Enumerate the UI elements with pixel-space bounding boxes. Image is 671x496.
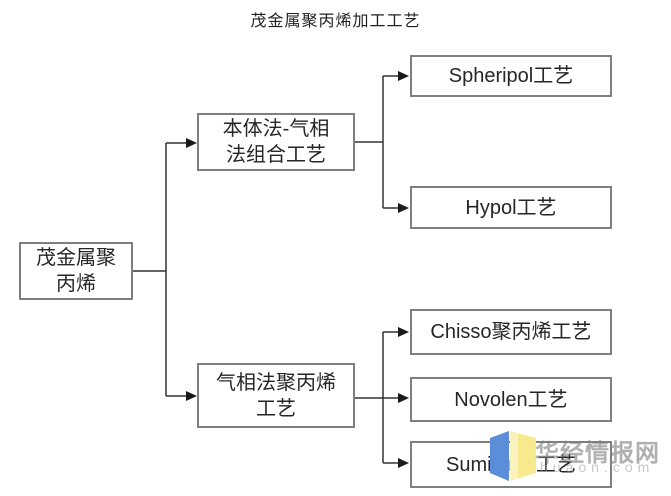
node-leaf-chisso: Chisso聚丙烯工艺 (410, 309, 612, 355)
arrowhead-branch1 (186, 138, 197, 148)
node-branch-bulk-gas-combined: 本体法-气相 法组合工艺 (197, 113, 355, 171)
arrowhead-hypol (398, 203, 409, 213)
arrowhead-spheripol (398, 71, 409, 81)
node-root-metallocene-pp: 茂金属聚 丙烯 (19, 242, 133, 300)
arrowhead-novolen (398, 393, 409, 403)
connector-branch2-trunk (355, 332, 399, 463)
node-leaf-sumitomo: Sumitomo工艺 (410, 441, 612, 488)
node-leaf-hypol: Hypol工艺 (410, 186, 612, 229)
connector-branch1-trunk (355, 76, 384, 208)
arrowhead-chisso (398, 327, 409, 337)
arrowhead-sumitomo (398, 458, 409, 468)
node-branch-gas-phase-pp: 气相法聚丙烯 工艺 (197, 363, 355, 428)
node-leaf-novolen: Novolen工艺 (410, 377, 612, 422)
node-leaf-spheripol: Spheripol工艺 (410, 55, 612, 97)
connector-root-trunk (133, 143, 167, 396)
diagram-title: 茂金属聚丙烯加工工艺 (250, 13, 421, 30)
arrowhead-branch2 (186, 391, 197, 401)
